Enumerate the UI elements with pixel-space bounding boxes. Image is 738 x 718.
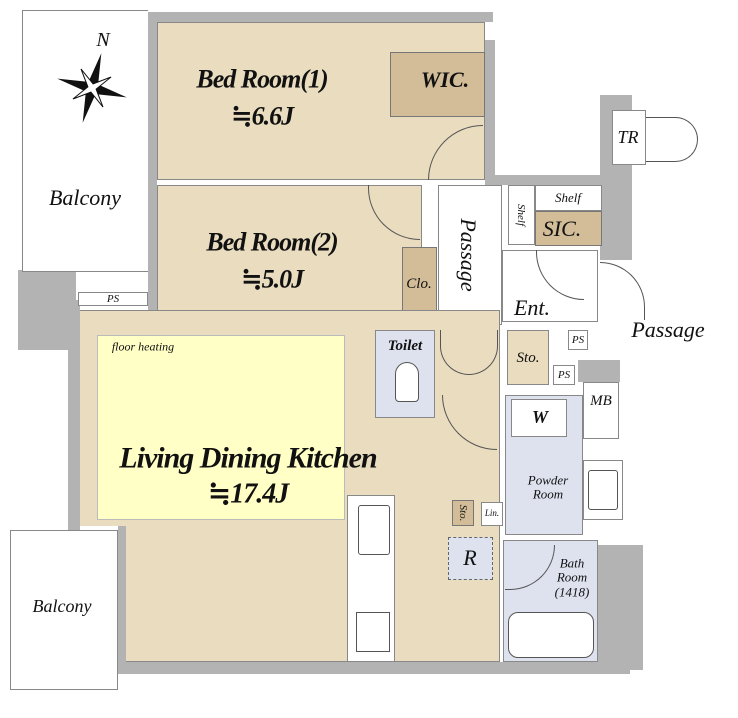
closet-label: Clo. (406, 275, 432, 292)
wic-label: WIC. (420, 66, 470, 92)
sic-label: SIC. (542, 215, 582, 241)
closet (402, 247, 437, 320)
compass-north-label: N (96, 29, 110, 51)
floor-heating-label: floor heating (111, 339, 175, 354)
stove[interactable] (356, 612, 390, 652)
passage-inner-label: Passage (456, 218, 482, 292)
wall-outer-top (148, 12, 493, 22)
wall-upper-right (495, 175, 600, 185)
storage-upper (507, 330, 549, 385)
wall-left-ldk (68, 300, 80, 530)
tr-label: TR (617, 127, 639, 148)
shelf-top (535, 185, 602, 211)
wall-right-bedroom1 (485, 40, 495, 185)
balcony-upper-label: Balcony (48, 184, 122, 210)
passage-outer-label: Passage (631, 316, 705, 342)
shelf-side-label: Shelf (515, 204, 528, 226)
kitchen-sink[interactable] (358, 505, 390, 555)
meter-box (583, 382, 619, 439)
trunk-room (612, 110, 646, 165)
balcony-lower (10, 530, 118, 690)
kitchen-counter (347, 495, 395, 662)
bedroom-2-area: ≒5.0J (240, 264, 304, 294)
walk-in-closet (390, 52, 485, 117)
ps-lower (553, 365, 575, 385)
entrance-door[interactable] (600, 262, 645, 320)
ps-upper-label: PS (571, 333, 585, 346)
ps-lower-label: PS (557, 368, 571, 381)
entrance-label: Ent. (513, 294, 551, 320)
shelf-top-label: Shelf (555, 189, 581, 205)
bedroom-1-area: ≒6.6J (230, 101, 294, 131)
wall-left-ldk-lower (118, 526, 126, 671)
shelf-side (508, 185, 535, 245)
wall-bottom (118, 662, 630, 674)
balcony-upper (22, 10, 148, 272)
storage-lower (452, 500, 474, 526)
bathtub (508, 612, 594, 658)
sto-lower-label: Sto. (457, 504, 470, 522)
toilet-bowl-icon (395, 362, 419, 402)
bedroom-2-name: Bed Room(2) (206, 227, 338, 257)
washer-space (511, 399, 567, 437)
washbasin-bowl (588, 470, 618, 510)
wall-left-block (18, 270, 76, 350)
wall-right-lower (598, 545, 643, 670)
floor-heating-area (97, 335, 345, 520)
door-trunk-room[interactable] (646, 117, 698, 162)
ps-upper (568, 330, 588, 350)
bedroom-1-name: Bed Room(1) (196, 64, 328, 94)
compass-rose-icon (57, 53, 127, 123)
ps-left (78, 292, 148, 306)
powder-room-label: Powder Room (527, 472, 569, 502)
ldk-area: ≒17.4J (207, 478, 289, 510)
ldk-name: Living Dining Kitchen (119, 441, 377, 475)
sto-upper-label: Sto. (516, 349, 540, 366)
balcony-lower-label: Balcony (32, 596, 92, 617)
ps-left-label: PS (106, 292, 120, 305)
wall-left-bedrooms (148, 12, 157, 312)
toilet-label: Toilet (387, 337, 423, 354)
mb-label: MB (590, 392, 612, 409)
washer-label: W (531, 407, 549, 428)
refrigerator-space (448, 537, 493, 580)
bath-room-label: Bath Room (1418) (554, 555, 590, 600)
passage-inner (438, 185, 502, 325)
linen-label: Lin. (484, 508, 500, 519)
refrigerator-label: R (463, 544, 477, 570)
linen-closet (481, 502, 503, 526)
wall-mb-column (578, 360, 620, 382)
shoe-in-closet (535, 211, 602, 246)
